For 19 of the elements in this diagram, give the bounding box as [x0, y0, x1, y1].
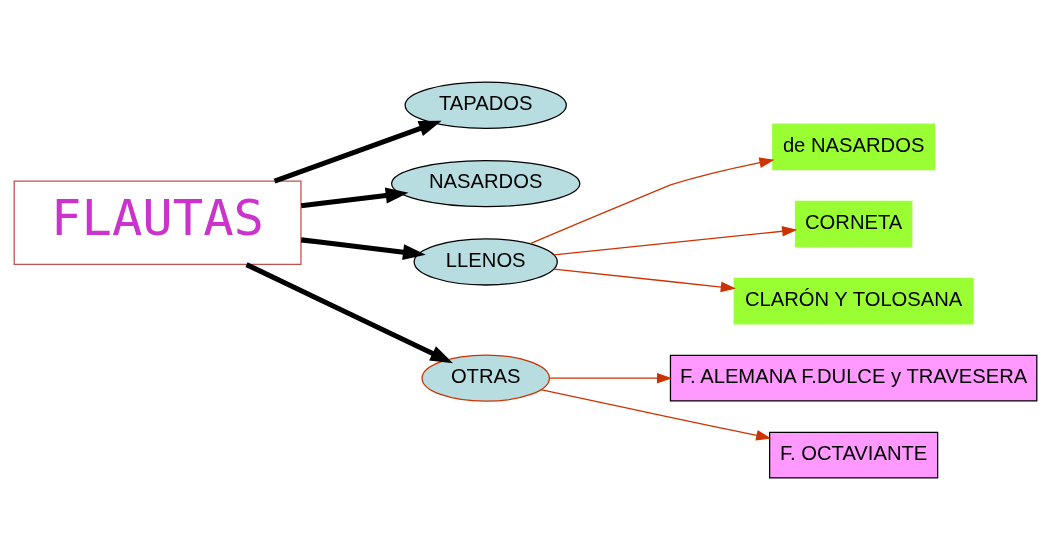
- node-ellipse: LLENOS: [413, 238, 558, 286]
- arrow: [553, 226, 798, 256]
- arrow: [273, 120, 442, 184]
- arrow: [553, 268, 736, 293]
- node-box: F. OCTAVIANTE: [769, 431, 939, 479]
- arrow: [300, 187, 409, 209]
- node-box: CORNETA: [794, 200, 913, 248]
- node-box: de NASARDOS: [772, 123, 936, 171]
- arrow: [245, 262, 454, 364]
- node-ellipse: TAPADOS: [404, 81, 567, 129]
- node-box: FLAUTAS: [13, 180, 302, 266]
- arrow: [529, 157, 775, 245]
- arrow: [540, 389, 772, 441]
- node-ellipse: OTRAS: [421, 354, 551, 402]
- arrow: [300, 237, 426, 261]
- arrow: [548, 372, 673, 384]
- node-box: CLARÓN Y TOLOSANA: [733, 277, 974, 325]
- node-ellipse: NASARDOS: [391, 159, 581, 208]
- node-box: F. ALEMANA F.DULCE y TRAVESERA: [669, 354, 1038, 402]
